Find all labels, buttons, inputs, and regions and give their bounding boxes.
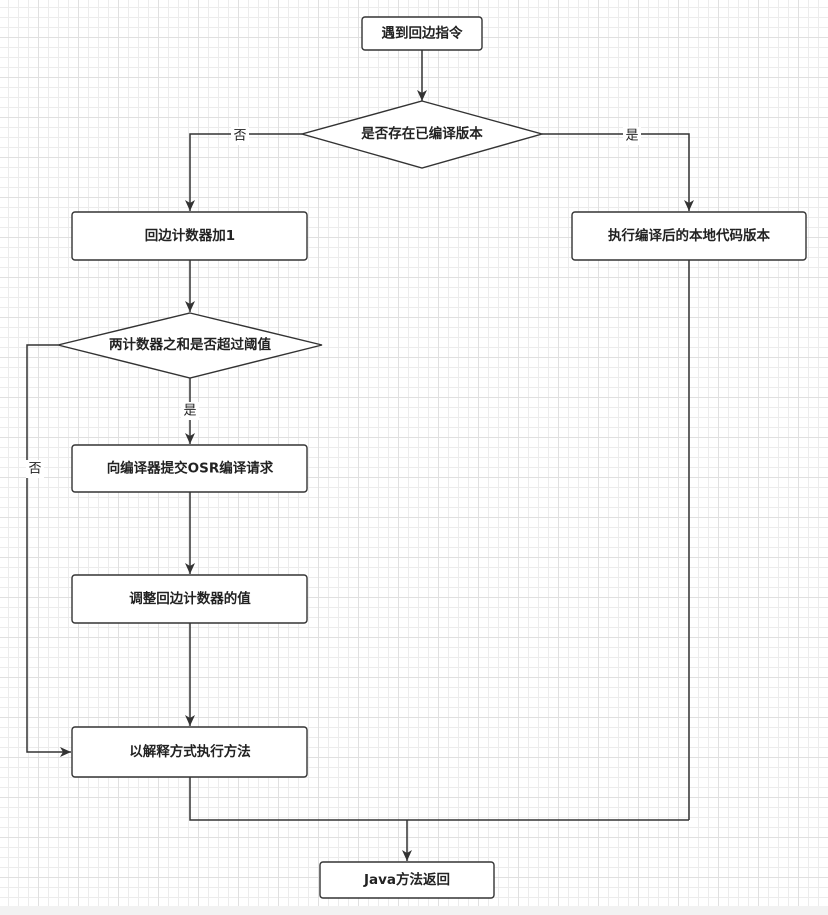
edge-labels: 否 是 是 否 bbox=[26, 127, 641, 478]
node-interpret: 以解释方式执行方法 bbox=[71, 726, 308, 778]
bottom-bar bbox=[0, 906, 828, 915]
edge-interpret-to-merge bbox=[189, 777, 689, 821]
node-increment-counter: 回边计数器加1 bbox=[71, 211, 308, 261]
node-check-compiled: 是否存在已编译版本 bbox=[299, 100, 545, 169]
edge-check-compiled-no bbox=[185, 133, 302, 211]
node-return: Java方法返回 bbox=[319, 861, 495, 899]
edge-label-text: 是 bbox=[625, 129, 638, 144]
edge-label-threshold-yes: 是 bbox=[181, 402, 199, 420]
edge-label-text: 否 bbox=[28, 462, 41, 477]
edge-label-text: 是 bbox=[183, 404, 196, 419]
node-label: 以解释方式执行方法 bbox=[129, 743, 251, 760]
nodes: 遇到回边指令 是否存在已编译版本 回边计数器加1 执行编译后的本地代码版本 两计… bbox=[57, 16, 807, 899]
node-submit-osr: 向编译器提交OSR编译请求 bbox=[71, 444, 308, 493]
node-label: 是否存在已编译版本 bbox=[361, 125, 483, 142]
node-label: 遇到回边指令 bbox=[382, 25, 463, 42]
node-adjust-counter: 调整回边计数器的值 bbox=[71, 574, 308, 624]
edge-check-compiled-yes bbox=[542, 133, 694, 211]
node-label: 两计数器之和是否超过阈值 bbox=[109, 336, 271, 353]
edges bbox=[26, 50, 694, 861]
edge-label-threshold-no: 否 bbox=[26, 460, 44, 478]
node-label: 执行编译后的本地代码版本 bbox=[608, 227, 770, 244]
edge-label-text: 否 bbox=[233, 129, 246, 144]
edge-check-threshold-no bbox=[26, 344, 71, 757]
node-start: 遇到回边指令 bbox=[361, 16, 483, 51]
node-label: 向编译器提交OSR编译请求 bbox=[107, 460, 274, 477]
node-label: 回边计数器加1 bbox=[145, 227, 235, 244]
edge-label-compiled-no: 否 bbox=[231, 127, 249, 145]
node-label: Java方法返回 bbox=[363, 871, 450, 888]
edge-label-compiled-yes: 是 bbox=[623, 127, 641, 145]
node-label: 调整回边计数器的值 bbox=[129, 590, 251, 607]
node-check-threshold: 两计数器之和是否超过阈值 bbox=[57, 312, 323, 379]
node-execute-compiled: 执行编译后的本地代码版本 bbox=[571, 211, 807, 261]
